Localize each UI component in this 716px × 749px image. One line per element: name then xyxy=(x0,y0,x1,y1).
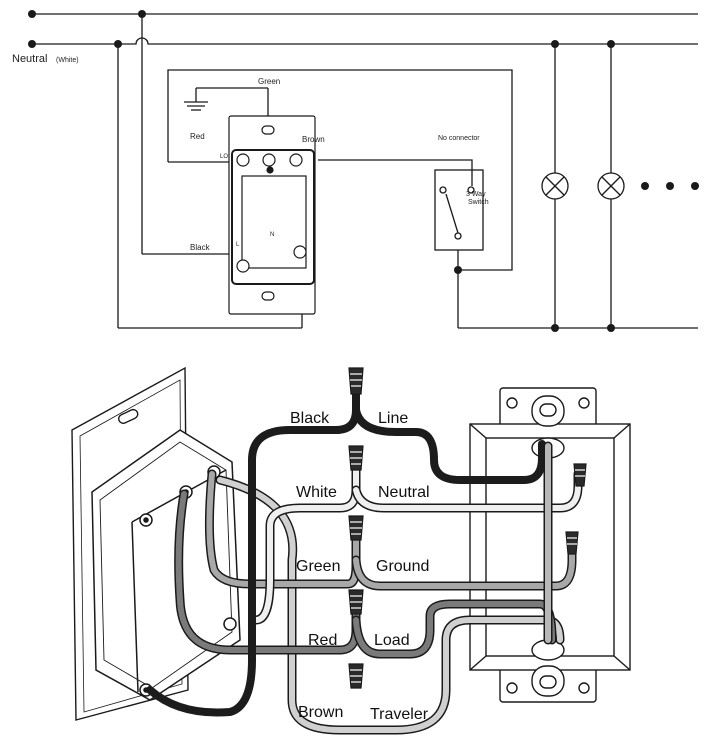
box-connector-2 xyxy=(565,531,579,555)
wire-label-load: Load xyxy=(374,632,410,649)
wire-label-red: Red xyxy=(308,632,337,649)
traveler-connector xyxy=(348,663,364,689)
terminal-l-label: L xyxy=(236,242,240,248)
wire-label-line: Line xyxy=(378,410,408,427)
neutral-sub-label: (White) xyxy=(56,57,79,64)
neutral-connector xyxy=(348,445,364,471)
no-connector-label: No connector xyxy=(438,135,480,142)
brown-wire-label: Brown xyxy=(302,135,325,144)
terminal-n-label: N xyxy=(270,232,274,238)
wire-label-black: Black xyxy=(290,410,330,427)
three-way-label: 3 Way xyxy=(466,191,486,198)
schematic-switch xyxy=(228,115,316,315)
wire-label-neutral: Neutral xyxy=(378,484,430,501)
black-wire-label: Black xyxy=(190,243,211,252)
wire-label-traveler: Traveler xyxy=(370,706,429,723)
wire-label-white: White xyxy=(296,484,337,501)
wires xyxy=(146,376,583,735)
box-connector-1 xyxy=(573,463,587,487)
wire-label-brown: Brown xyxy=(298,704,343,721)
switch-body xyxy=(91,429,241,701)
red-wire-label: Red xyxy=(190,132,205,141)
line-connector xyxy=(348,367,364,395)
wire-label-green: Green xyxy=(296,558,340,575)
terminal-lo-label: LO xyxy=(220,154,228,160)
neutral-label: Neutral xyxy=(12,53,47,65)
ground-connector xyxy=(348,515,364,541)
schematic xyxy=(32,13,698,329)
load-connector xyxy=(348,589,364,615)
three-way-switch-label: Switch xyxy=(468,199,489,206)
green-wire-label: Green xyxy=(258,77,280,86)
wire-connectors xyxy=(348,367,587,689)
wire-label-ground: Ground xyxy=(376,558,429,575)
junction-dots xyxy=(28,10,699,332)
